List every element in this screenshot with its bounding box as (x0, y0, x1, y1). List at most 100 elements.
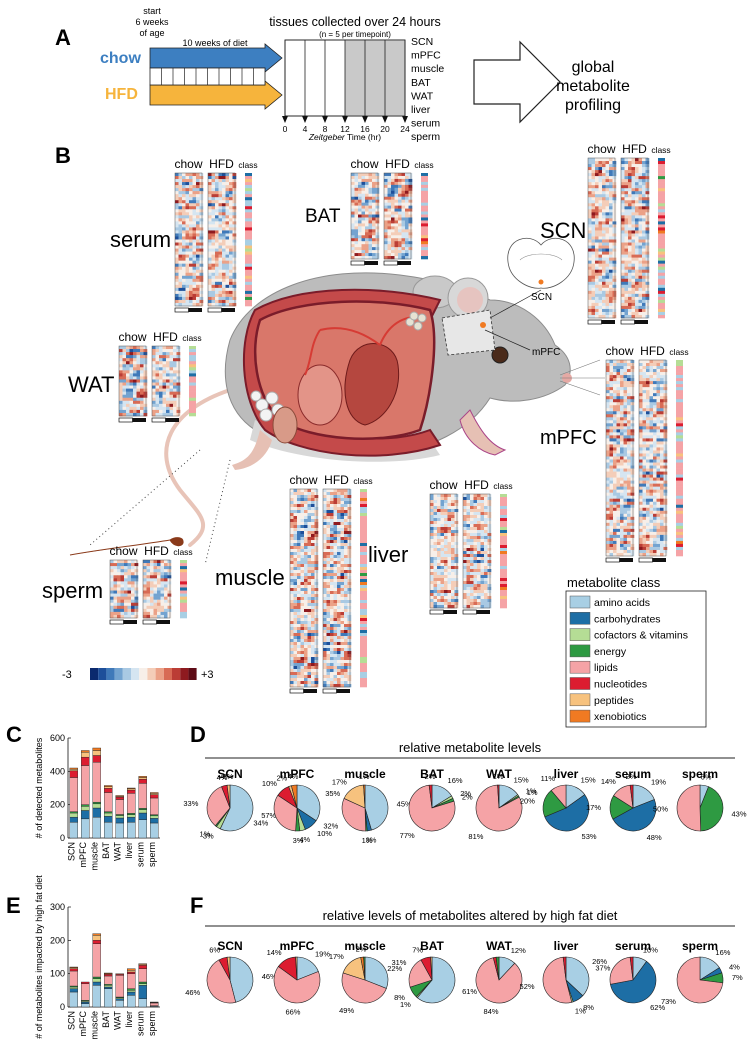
heatmap-cell (179, 182, 183, 185)
heatmap-cell (609, 309, 613, 312)
heatmap-cell (344, 651, 348, 654)
heatmap-cell (212, 243, 216, 246)
heatmap-cell (159, 355, 163, 358)
heatmap-cell (588, 179, 592, 182)
heatmap-cell (226, 179, 230, 182)
heatmap-cell (613, 240, 617, 243)
heatmap-cell (639, 523, 643, 526)
heatmap-cell (606, 490, 610, 493)
heatmap-cell (613, 194, 617, 197)
heatmap-cell (388, 235, 392, 238)
heatmap-cell (602, 288, 606, 291)
heatmap-cell (621, 267, 625, 270)
heatmap-cell (348, 645, 352, 648)
heatmap-cell (620, 475, 624, 478)
class-strip-cell (676, 553, 683, 556)
class-strip-cell (245, 273, 252, 276)
class-strip-cell (658, 215, 665, 218)
heatmap-cell (613, 236, 617, 239)
heatmap-cell (344, 558, 348, 561)
heatmap-cell (297, 522, 301, 525)
heatmap-cell (372, 188, 376, 191)
class-strip-cell (189, 407, 196, 410)
heatmap-cell (402, 194, 406, 197)
heatmap-cell (334, 552, 338, 555)
heatmap-cell (358, 191, 362, 194)
heatmap-cell (660, 547, 664, 550)
heatmap-cell (627, 393, 631, 396)
heatmap-cell (395, 191, 399, 194)
class-strip-cell (245, 230, 252, 233)
heatmap-cell (327, 654, 331, 657)
heatmap-cell (613, 469, 617, 472)
heatmap-cell (632, 179, 636, 182)
heatmap-cell (646, 408, 650, 411)
heatmap-cell (625, 167, 629, 170)
heatmap-cell (156, 358, 160, 361)
heatmap-cell (625, 282, 629, 285)
heatmap-cell (182, 267, 186, 270)
heatmap-cell (643, 484, 647, 487)
heatmap-cell (643, 550, 647, 553)
heatmap-cell (311, 588, 315, 591)
heatmap-cell (304, 630, 308, 633)
heatmap-cell (628, 224, 632, 227)
heatmap-cell (650, 532, 654, 535)
heatmap-cell (304, 519, 308, 522)
heatmap-cell (444, 494, 448, 497)
heatmap-cell (642, 285, 646, 288)
heatmap-cell (323, 675, 327, 678)
heatmap-cell (620, 450, 624, 453)
heatmap-cell (348, 594, 352, 597)
heatmap-cell (337, 642, 341, 645)
heatmap-cell (609, 203, 613, 206)
heatmap-cell (664, 450, 668, 453)
heatmap-cell (212, 185, 216, 188)
heatmap-cell (189, 240, 193, 243)
heatmap-cell (639, 441, 643, 444)
heatmap-cell (233, 297, 237, 300)
heatmap-cell (602, 212, 606, 215)
class-strip-cell (676, 472, 683, 475)
heatmap-cell (170, 358, 174, 361)
heatmap-cell (327, 516, 331, 519)
heatmap-cell (337, 588, 341, 591)
heatmap-cell (657, 432, 661, 435)
heatmap-cell (384, 188, 388, 191)
heatmap-cell (639, 511, 643, 514)
heatmap-cell (159, 349, 163, 352)
heatmap-cell (409, 203, 413, 206)
class-strip-cell (658, 209, 665, 212)
heatmap-cell (315, 513, 319, 516)
heatmap-cell (639, 453, 643, 456)
heatmap-cell (613, 158, 617, 161)
heatmap-cell (653, 550, 657, 553)
heatmap-cell (323, 519, 327, 522)
heatmap-cell (631, 387, 635, 390)
heatmap-cell (163, 367, 167, 370)
heatmap-cell (200, 215, 204, 218)
heatmap-cell (372, 253, 376, 256)
heatmap-cell (323, 501, 327, 504)
heatmap-cell (208, 291, 212, 294)
heatmap-cell (639, 405, 643, 408)
heatmap-cell (219, 243, 223, 246)
heatmap-cell (625, 306, 629, 309)
heatmap-cell (152, 410, 156, 413)
heatmap-cell (613, 185, 617, 188)
heatmap-cell (643, 444, 647, 447)
heatmap-cell (334, 489, 338, 492)
heatmap-cell (664, 499, 668, 502)
heatmap-cell (159, 373, 163, 376)
heatmap-cell (610, 520, 614, 523)
heatmap-cell (222, 221, 226, 224)
heatmap-cell (405, 250, 409, 253)
heatmap-cell (620, 541, 624, 544)
class-strip-cell (676, 502, 683, 505)
heatmap-cell (327, 639, 331, 642)
heatmap-cell (301, 588, 305, 591)
heatmap-cell (624, 417, 628, 420)
heatmap-cell (330, 666, 334, 669)
heatmap-cell (156, 395, 160, 398)
heatmap-cell (369, 244, 373, 247)
